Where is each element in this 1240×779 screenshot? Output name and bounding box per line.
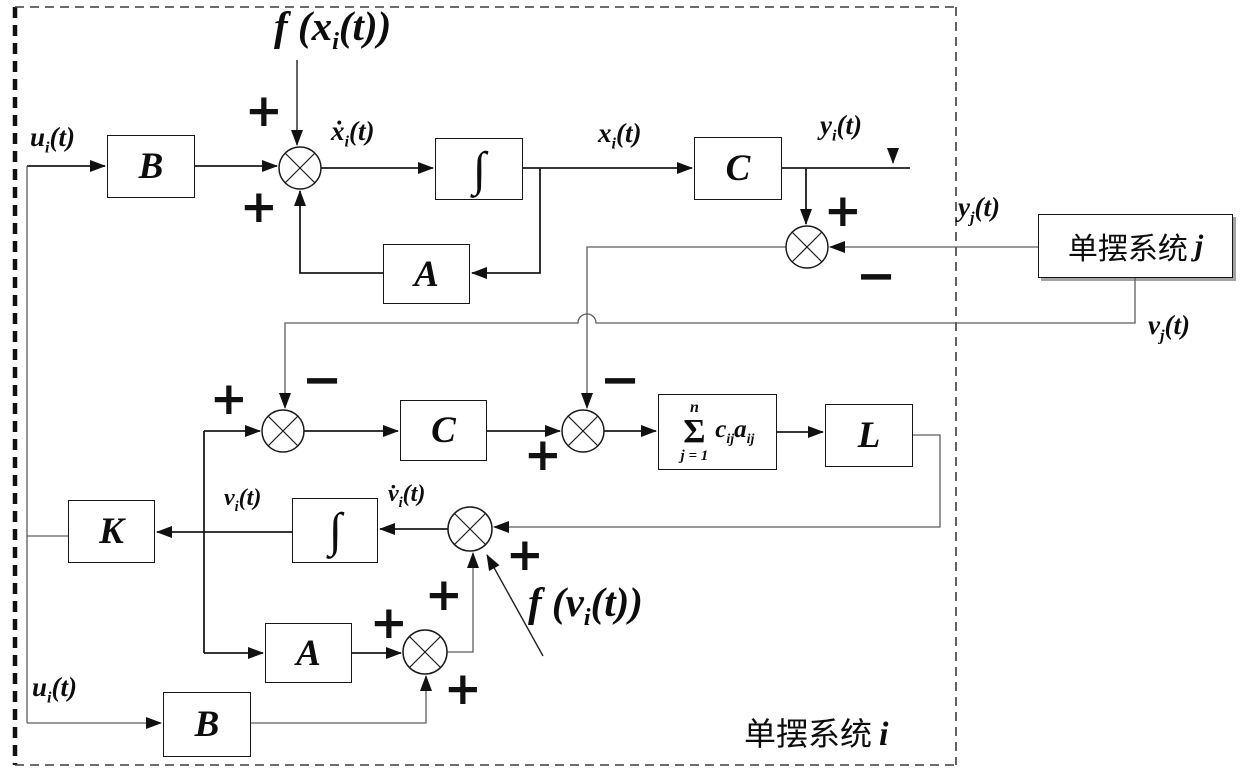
system-i-index: i xyxy=(879,716,889,753)
sign-sum1-bottom-plus: + xyxy=(240,180,278,233)
wire-fv-into-j4 xyxy=(486,554,544,657)
term-a-subscript: ij xyxy=(746,431,755,447)
sum-junction-s1 xyxy=(278,146,322,190)
block-c-mid-label: C xyxy=(431,410,456,451)
block-l: L xyxy=(825,404,913,467)
label-y-j: yj(t) xyxy=(958,192,1000,227)
block-c-top-label: C xyxy=(725,148,751,189)
sign-j3-left-plus: + xyxy=(370,596,408,649)
label-v-i: vi(t) xyxy=(224,485,262,515)
block-a-bottom-label: A xyxy=(296,632,321,674)
system-j-text: 单摆系统 xyxy=(1067,232,1188,267)
sign-sum2-minus: − xyxy=(856,248,897,304)
sum-coupling-block: n Σ j = 1 cijaij xyxy=(658,394,777,470)
sum-junction-j4 xyxy=(447,506,493,552)
sign-j4-bottom-plus: + xyxy=(425,568,463,621)
sigma-symbol: Σ xyxy=(683,413,706,451)
sum-junction-s2 xyxy=(785,225,829,269)
sum-terms: cijaij xyxy=(715,417,754,447)
term-a: a xyxy=(734,415,747,443)
block-c-mid: C xyxy=(400,400,487,461)
sigma-lower-limit: j = 1 xyxy=(680,447,709,464)
label-v-dot: v̇i(t) xyxy=(388,481,426,511)
wire-a-top-to-sum1 xyxy=(294,190,383,274)
label-u-i-top: ui(t) xyxy=(30,122,76,157)
block-k-label: K xyxy=(99,511,124,552)
sum-expression: n Σ j = 1 cijaij xyxy=(681,400,755,463)
sign-j1-minus: − xyxy=(302,352,343,408)
term-c-subscript: ij xyxy=(726,431,735,447)
sign-sum1-top-plus: + xyxy=(245,84,283,137)
sum-junction-j3 xyxy=(402,629,448,675)
sum-junction-j1 xyxy=(261,409,305,453)
label-y-i: yi(t) xyxy=(820,110,862,145)
label-x-i: xi(t) xyxy=(598,118,642,153)
label-f-v: f (vi(t)) xyxy=(528,579,643,632)
sigma-stack: n Σ j = 1 xyxy=(681,400,709,463)
sign-j1-plus: + xyxy=(210,372,248,425)
block-a-top-label: A xyxy=(414,253,439,295)
sign-j2-minus: − xyxy=(600,352,641,408)
block-b-bottom: B xyxy=(163,692,251,757)
wire-sum2-to-j2 xyxy=(581,246,786,409)
sigma-upper-limit: n xyxy=(689,399,699,417)
label-u-i-bottom: ui(t) xyxy=(32,672,78,707)
sign-sum2-plus: + xyxy=(824,184,862,237)
wire-b-bottom-to-j3 xyxy=(251,675,432,724)
block-integrator-bottom: ∫ xyxy=(292,498,378,563)
system-i-text: 单摆系统 xyxy=(744,715,873,753)
block-integrator-top-label: ∫ xyxy=(472,142,486,196)
term-c: c xyxy=(715,415,727,443)
block-b-top: B xyxy=(107,135,195,198)
block-l-label: L xyxy=(857,415,881,456)
block-k: K xyxy=(68,500,155,563)
system-j-index: j xyxy=(1194,229,1204,262)
block-integrator-bottom-label: ∫ xyxy=(328,504,342,557)
block-a-bottom: A xyxy=(265,623,352,683)
sign-j3-bottom-plus: + xyxy=(444,662,482,715)
wire-l-to-j4 xyxy=(493,434,941,533)
wire-j3-to-j4 xyxy=(447,552,479,653)
sum-junction-j2 xyxy=(561,409,605,453)
block-b-bottom-label: B xyxy=(194,704,220,745)
sign-j2-plus: + xyxy=(524,428,562,481)
block-b-top-label: B xyxy=(138,146,164,187)
block-c-top: C xyxy=(694,137,782,200)
label-v-j: vj(t) xyxy=(1148,310,1190,345)
block-a-top: A xyxy=(383,244,470,304)
label-x-dot: ẋi(t) xyxy=(331,116,375,151)
block-integrator-top: ∫ xyxy=(435,138,523,200)
label-f-x: f (xi(t)) xyxy=(274,3,392,56)
wire-vj-to-j1 xyxy=(279,276,1136,409)
sign-j4-diagonal-plus: + xyxy=(506,528,544,581)
wire-branch-to-a-top xyxy=(471,168,541,279)
